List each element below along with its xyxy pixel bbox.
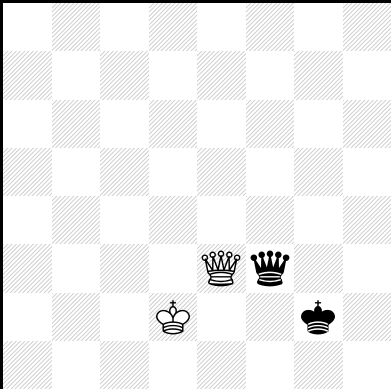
board-square[interactable] [343, 293, 391, 341]
board-square[interactable] [343, 148, 391, 196]
board-square[interactable] [343, 341, 391, 389]
board-square[interactable] [197, 51, 246, 99]
board-square[interactable] [246, 341, 295, 389]
board-square[interactable] [3, 293, 52, 341]
board-square[interactable] [246, 148, 295, 196]
board-square[interactable] [294, 51, 343, 99]
board-square[interactable] [52, 51, 101, 99]
board-square[interactable] [52, 100, 101, 148]
board-square[interactable] [246, 100, 295, 148]
board-square[interactable] [197, 341, 246, 389]
board-square[interactable] [246, 196, 295, 244]
board-square[interactable] [294, 148, 343, 196]
board-square[interactable] [52, 3, 101, 51]
board-square[interactable] [197, 148, 246, 196]
board-square[interactable] [3, 100, 52, 148]
board-square[interactable] [246, 293, 295, 341]
board-square[interactable] [294, 293, 343, 341]
board-square[interactable] [149, 244, 198, 292]
board-square[interactable] [343, 3, 391, 51]
board-square[interactable] [100, 3, 149, 51]
board-square[interactable] [100, 244, 149, 292]
board-square[interactable] [100, 341, 149, 389]
board-square[interactable] [246, 244, 295, 292]
board-square[interactable] [100, 196, 149, 244]
board-square[interactable] [52, 244, 101, 292]
board-square[interactable] [197, 3, 246, 51]
board-square[interactable] [3, 341, 52, 389]
board-square[interactable] [294, 3, 343, 51]
board-square[interactable] [149, 341, 198, 389]
board-square[interactable] [197, 196, 246, 244]
board-square[interactable] [100, 100, 149, 148]
board-square[interactable] [246, 3, 295, 51]
white-queen-icon[interactable] [199, 246, 243, 290]
board-square[interactable] [149, 196, 198, 244]
board-square[interactable] [3, 51, 52, 99]
board-square[interactable] [149, 148, 198, 196]
board-square[interactable] [149, 100, 198, 148]
board-square[interactable] [149, 3, 198, 51]
board-square[interactable] [343, 51, 391, 99]
board-square[interactable] [52, 293, 101, 341]
board-square[interactable] [3, 196, 52, 244]
board-square[interactable] [100, 293, 149, 341]
board-square[interactable] [294, 341, 343, 389]
board-square[interactable] [197, 100, 246, 148]
board-square[interactable] [197, 244, 246, 292]
board-square[interactable] [3, 148, 52, 196]
board-square[interactable] [246, 51, 295, 99]
board-square[interactable] [294, 244, 343, 292]
board-square[interactable] [149, 51, 198, 99]
board-square[interactable] [100, 51, 149, 99]
board-square[interactable] [294, 100, 343, 148]
board-square[interactable] [3, 3, 52, 51]
black-king-icon[interactable] [296, 295, 340, 339]
black-queen-icon[interactable] [248, 246, 292, 290]
board-square[interactable] [3, 244, 52, 292]
board-square[interactable] [52, 196, 101, 244]
board-square[interactable] [343, 100, 391, 148]
white-king-icon[interactable] [151, 295, 195, 339]
board-square[interactable] [52, 148, 101, 196]
board-square[interactable] [100, 148, 149, 196]
board-square[interactable] [343, 196, 391, 244]
board-square[interactable] [343, 244, 391, 292]
board-square[interactable] [52, 341, 101, 389]
board-square[interactable] [149, 293, 198, 341]
board-square[interactable] [197, 293, 246, 341]
board-square[interactable] [294, 196, 343, 244]
